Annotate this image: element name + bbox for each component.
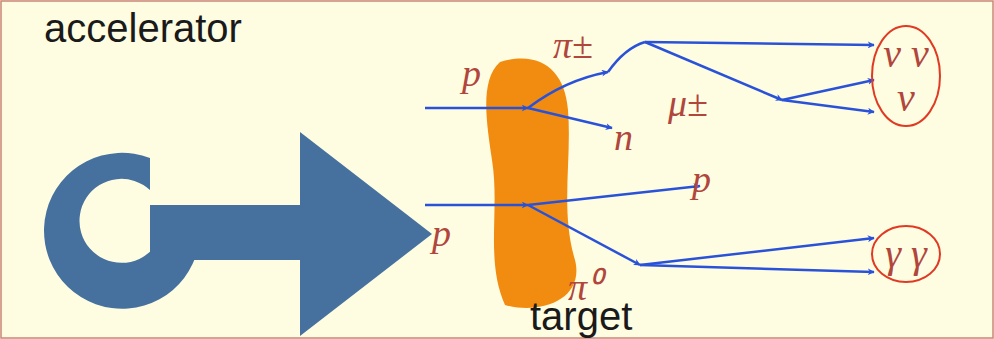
photon-group: γ γ bbox=[876, 228, 936, 280]
particle-label: μ± bbox=[668, 84, 708, 122]
target-label: target bbox=[530, 296, 632, 336]
particle-tracks bbox=[425, 42, 874, 272]
particle-label: n bbox=[614, 118, 633, 156]
particle-label: π± bbox=[553, 26, 593, 64]
particle-label: p bbox=[692, 160, 711, 198]
particle-symbol: ν ν ν bbox=[882, 32, 930, 120]
particle-symbol: γ γ bbox=[882, 232, 930, 276]
device-label: accelerator bbox=[44, 8, 242, 48]
neutrino-group: ν ν ν bbox=[876, 28, 936, 124]
particle-label: p bbox=[462, 54, 481, 92]
target-shape bbox=[486, 59, 576, 308]
particle-label: p bbox=[432, 214, 451, 252]
accelerator-symbol bbox=[44, 132, 432, 336]
